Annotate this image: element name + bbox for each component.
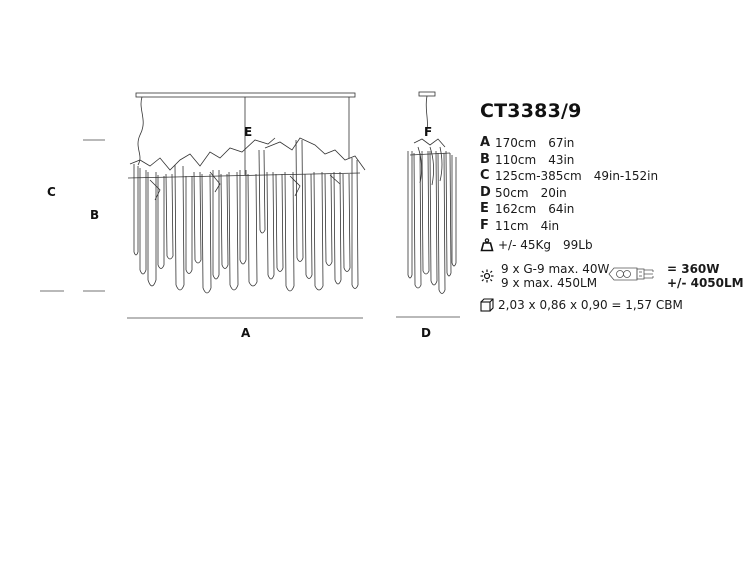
dimension-label-b: B [90, 208, 100, 222]
spec-key: A [480, 135, 491, 150]
light-sun-icon [480, 269, 494, 283]
spec-key: E [480, 201, 489, 217]
dimension-label-f: F [424, 125, 433, 139]
spec-row-e: E 162cm 64in [480, 201, 658, 218]
chandelier-side-illustration [396, 91, 460, 318]
total-watts: = 360W [667, 262, 720, 276]
product-code-title: CT3383/9 [480, 100, 582, 122]
packaging-spec: 2,03 x 0,86 x 0,90 = 1,57 CBM [480, 298, 683, 312]
lighting-totals: = 360W +/- 4050LM [667, 262, 744, 290]
weight-icon [480, 238, 494, 252]
lighting-text: 9 x G-9 max. 40W 9 x max. 450LM [501, 262, 609, 290]
lighting-spec: 9 x G-9 max. 40W 9 x max. 450LM [480, 262, 609, 290]
spec-in: 64in [548, 202, 575, 217]
spec-cm: 162cm [495, 202, 537, 217]
weight-spec: +/- 45Kg 99Lb [480, 238, 593, 252]
spec-cm: 170cm [495, 136, 537, 150]
chandelier-front-illustration [40, 92, 366, 319]
front-view-drawing [30, 80, 380, 350]
spec-cm: 50cm [495, 185, 529, 200]
spec-row-b: B 110cm 43in [480, 152, 658, 169]
spec-row-a: A 170cm 67in [480, 135, 658, 152]
bulb-spec: 9 x G-9 max. 40W [501, 262, 610, 276]
dimension-specs-list: A 170cm 67in B 110cm 43in C 125cm-385cm … [480, 135, 658, 235]
total-lumens: +/- 4050LM [667, 276, 744, 290]
spec-in: 67in [548, 136, 575, 150]
spec-in: 43in [548, 152, 575, 167]
spec-cm: 110cm [495, 152, 537, 167]
weight-kg: +/- 45Kg [498, 238, 551, 252]
spec-key: B [480, 151, 490, 167]
box-icon [480, 298, 494, 312]
g9-bulb-icon [608, 267, 654, 281]
spec-in: 49in-152in [593, 169, 659, 184]
packaging-volume: 2,03 x 0,86 x 0,90 = 1,57 CBM [498, 298, 683, 312]
lumen-spec: 9 x max. 450LM [501, 276, 598, 290]
spec-row-c: C 125cm-385cm 49in-152in [480, 168, 658, 185]
spec-row-f: F 11cm 4in [480, 218, 658, 235]
dimension-label-a: A [241, 326, 251, 340]
spec-key: F [480, 217, 489, 233]
weight-lb: 99Lb [563, 238, 593, 252]
spec-cm: 11cm [495, 218, 529, 233]
dimension-label-c: C [47, 185, 56, 199]
spec-in: 4in [540, 218, 560, 233]
side-view-drawing [390, 85, 470, 325]
spec-key: D [480, 184, 491, 200]
dimension-label-d: D [421, 326, 431, 340]
spec-cm: 125cm-385cm [495, 169, 582, 184]
spec-key: C [480, 168, 490, 184]
spec-in: 20in [540, 185, 567, 200]
spec-row-d: D 50cm 20in [480, 185, 658, 202]
dimension-label-e: E [244, 125, 253, 139]
